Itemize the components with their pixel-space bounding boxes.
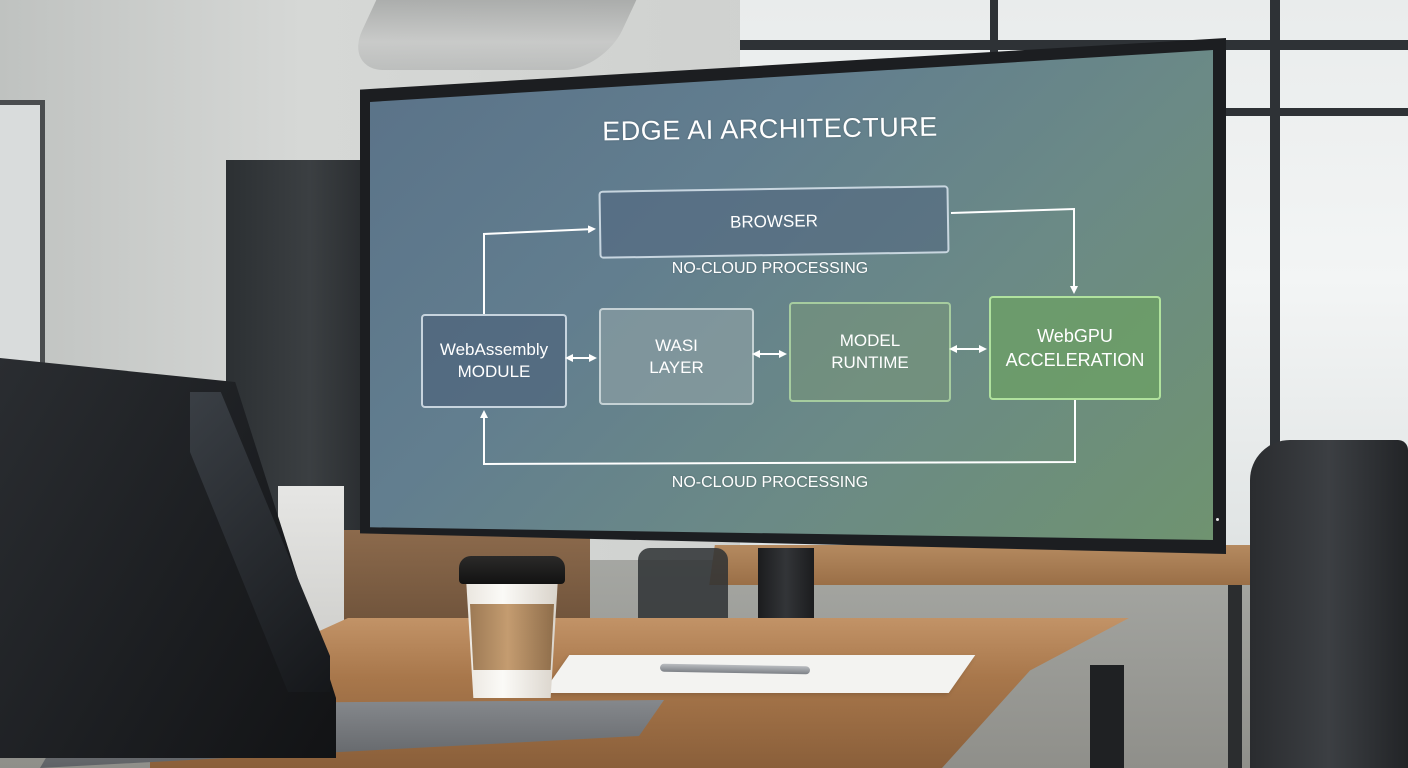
node-webgpu-acceleration: WebGPU ACCELERATION xyxy=(989,296,1161,400)
node-browser: BROWSER xyxy=(598,185,950,259)
node-browser-label: BROWSER xyxy=(729,211,819,232)
ceiling-duct xyxy=(343,0,637,70)
coffee-cup-sleeve xyxy=(470,604,554,670)
window-mullion xyxy=(1270,0,1280,540)
back-desk-leg xyxy=(1228,585,1242,768)
power-indicator-icon xyxy=(1216,518,1219,521)
node-wasm-line2: MODULE xyxy=(457,362,531,381)
office-chair xyxy=(1250,440,1408,768)
diagram-title: EDGE AI ARCHITECTURE xyxy=(602,111,938,147)
node-webassembly-module: WebAssembly MODULE xyxy=(421,314,567,408)
node-wasm-line1: WebAssembly xyxy=(439,340,549,359)
window-mullion xyxy=(1220,108,1408,116)
node-runtime-line2: RUNTIME xyxy=(831,353,909,372)
desk-leg xyxy=(1090,665,1124,768)
label-no-cloud-bottom: NO-CLOUD PROCESSING xyxy=(671,474,869,491)
window-mullion xyxy=(740,40,1408,50)
paper-sheet xyxy=(542,655,976,693)
label-no-cloud-top: NO-CLOUD PROCESSING xyxy=(671,260,869,277)
window-mullion xyxy=(990,0,998,60)
monitor-stand xyxy=(758,548,814,628)
node-wasi-line2: LAYER xyxy=(649,357,704,377)
node-wasi-layer: WASI LAYER xyxy=(599,308,754,405)
node-webgpu-line2: ACCELERATION xyxy=(1005,350,1145,370)
node-webgpu-line1: WebGPU xyxy=(1037,326,1113,346)
door-frame xyxy=(0,100,45,370)
node-model-runtime: MODEL RUNTIME xyxy=(789,302,951,402)
coffee-cup-lid xyxy=(459,556,565,584)
node-runtime-line1: MODEL xyxy=(839,331,901,350)
node-wasi-line1: WASI xyxy=(655,335,698,355)
